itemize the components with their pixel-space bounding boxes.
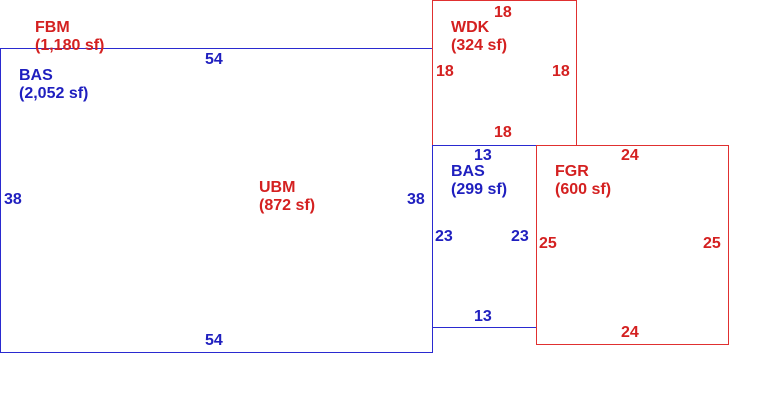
dim-wdk-top: 18: [494, 4, 512, 21]
dim-fgr-left: 25: [539, 235, 557, 252]
fbm-code: FBM: [35, 19, 70, 36]
dim-bas-small-left: 23: [435, 228, 453, 245]
fgr-code: FGR: [555, 163, 589, 180]
dim-wdk-right: 18: [552, 63, 570, 80]
wdk-code: WDK: [451, 19, 490, 36]
dim-wdk-bottom: 18: [494, 124, 512, 141]
dim-main-bottom: 54: [205, 332, 223, 349]
dim-fgr-bottom: 24: [621, 324, 639, 341]
bas-small-code: BAS: [451, 163, 485, 180]
ubm-code: UBM: [259, 179, 296, 196]
dim-main-top: 54: [205, 51, 223, 68]
dim-bas-small-top: 13: [474, 147, 492, 164]
bas-main-label: BAS (2,052 sf): [19, 67, 88, 103]
bas-main-code: BAS: [19, 67, 53, 84]
dim-fgr-right: 25: [703, 235, 721, 252]
dim-fgr-top: 24: [621, 147, 639, 164]
wdk-area: (324 sf): [451, 37, 508, 54]
bas-main-area: (2,052 sf): [19, 85, 89, 102]
bas-small-label: BAS (299 sf): [451, 163, 507, 199]
ubm-area: (872 sf): [259, 197, 316, 214]
fgr-label: FGR (600 sf): [555, 163, 611, 199]
ubm-label: UBM (872 sf): [259, 179, 315, 215]
fgr-area: (600 sf): [555, 181, 612, 198]
bas-small-area: (299 sf): [451, 181, 508, 198]
dim-bas-small-right: 23: [511, 228, 529, 245]
dim-main-right: 38: [407, 191, 425, 208]
dim-bas-small-bottom: 13: [474, 308, 492, 325]
fbm-area: (1,180 sf): [35, 37, 105, 54]
fgr-outline: [536, 145, 729, 345]
dim-wdk-left: 18: [436, 63, 454, 80]
wdk-label: WDK (324 sf): [451, 19, 507, 55]
fbm-label: FBM (1,180 sf): [35, 19, 104, 55]
dim-main-left: 38: [4, 191, 22, 208]
